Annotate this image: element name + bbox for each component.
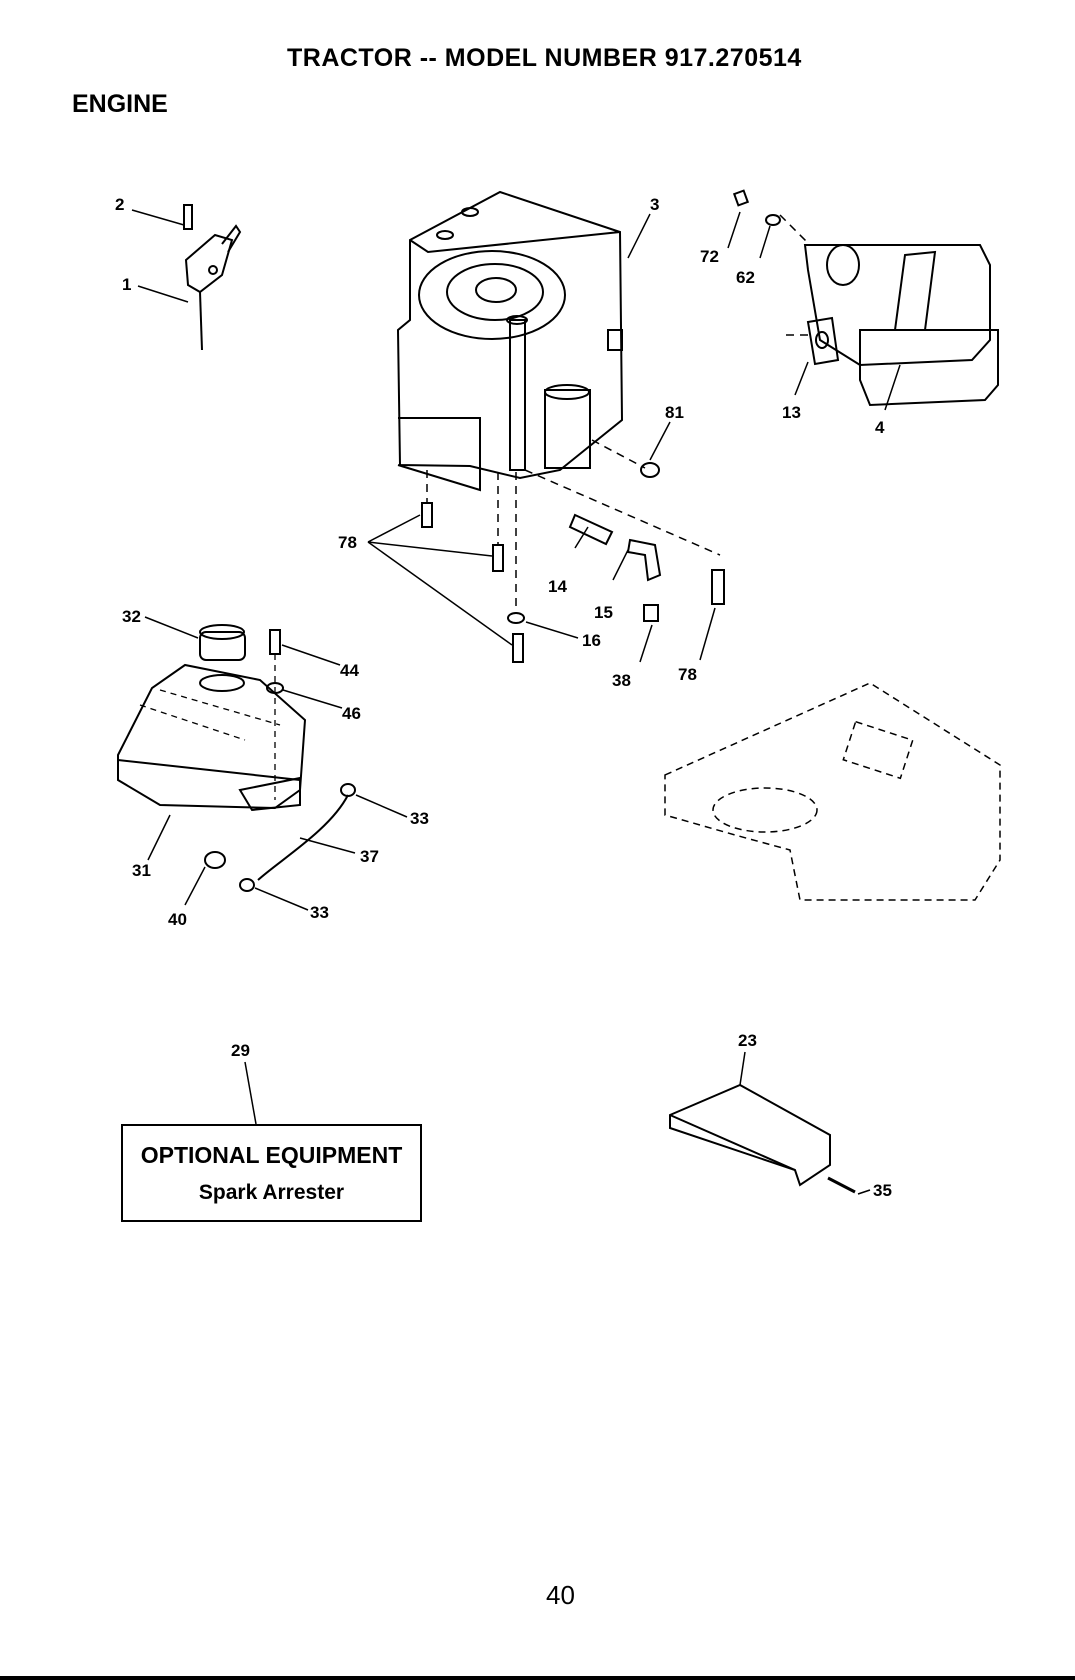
frame-outline [665,683,1000,900]
callout-62: 62 [736,268,755,287]
fuel-cap-part [200,625,245,660]
callout-78b: 78 [678,665,697,684]
callout-4: 4 [875,418,885,437]
callout-15: 15 [594,603,613,622]
callout-16: 16 [582,631,601,650]
callout-38: 38 [612,671,631,690]
fuel-line-part [240,784,355,891]
callout-33a: 33 [410,809,429,828]
fuel-tank-part [118,665,305,810]
callout-23: 23 [738,1031,757,1050]
callout-44: 44 [340,661,359,680]
callout-81: 81 [665,403,684,422]
callout-37: 37 [360,847,379,866]
callout-29: 29 [231,1041,250,1060]
optional-equipment-item: Spark Arrester [123,1181,420,1205]
callout-40: 40 [168,910,187,929]
nut-part [641,463,659,477]
callout-2: 2 [115,195,124,214]
engine-part [398,192,622,490]
optional-equipment-title: OPTIONAL EQUIPMENT [123,1142,420,1169]
callout-31: 31 [132,861,151,880]
callout-14: 14 [548,577,567,596]
callout-46: 46 [342,704,361,723]
bolt-parts [422,503,724,662]
grommet-part [205,852,225,868]
fuel-fitting-part [570,515,660,580]
callout-35: 35 [873,1181,892,1200]
callout-3: 3 [650,195,659,214]
callout-78a: 78 [338,533,357,552]
optional-equipment-box: OPTIONAL EQUIPMENT Spark Arrester [121,1124,422,1222]
page-number: 40 [546,1580,575,1611]
callout-32: 32 [122,607,141,626]
throttle-control-part [184,205,240,350]
callout-33b: 33 [310,903,329,922]
callout-13: 13 [782,403,801,422]
callout-72: 72 [700,247,719,266]
spark-arrester-part [670,1085,830,1185]
bottom-rule [0,1676,1075,1680]
exhaust-bolt-part [734,191,780,225]
callout-1: 1 [122,275,131,294]
screw-part [828,1178,855,1192]
fitting-nut-part [644,605,658,621]
tank-bolt-part [267,630,283,800]
